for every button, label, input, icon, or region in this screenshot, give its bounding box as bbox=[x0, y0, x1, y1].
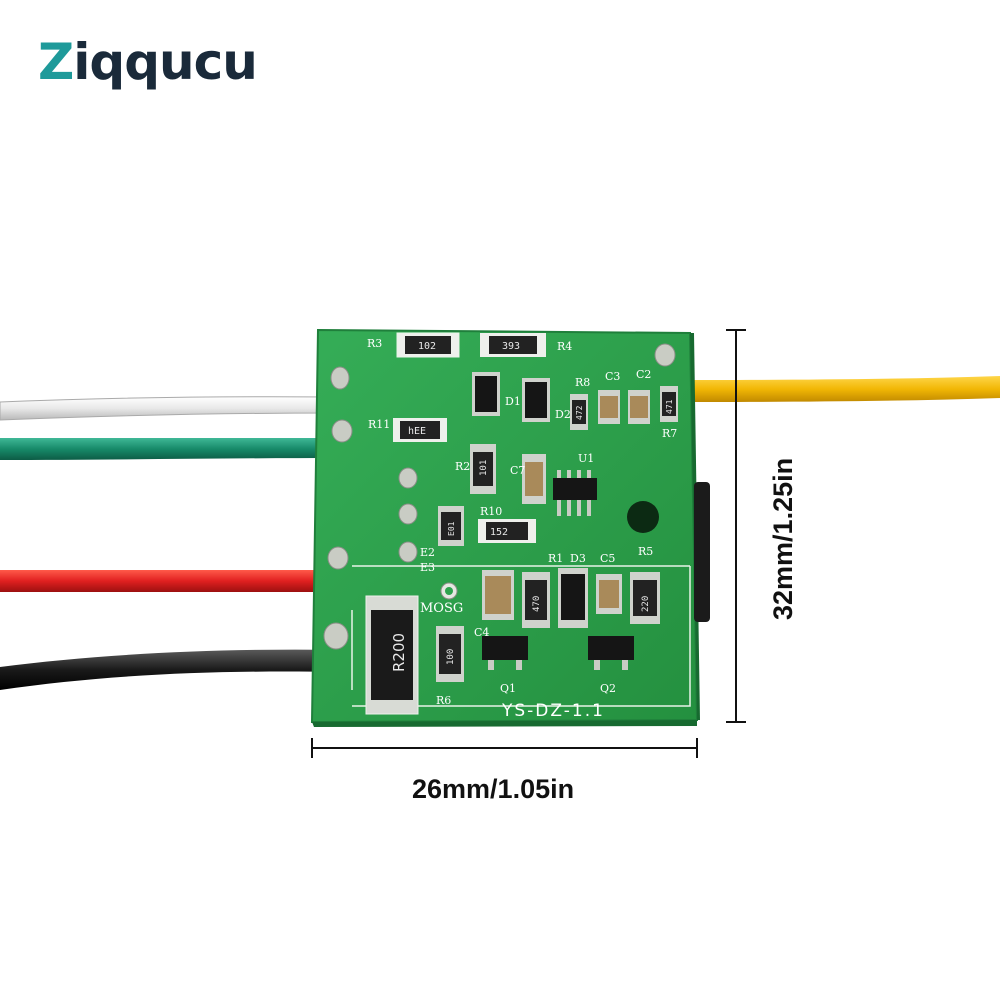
label-u1: U1 bbox=[578, 452, 594, 465]
code-r10: 152 bbox=[490, 527, 508, 538]
code-r3: 102 bbox=[418, 341, 436, 352]
label-d2: D2 bbox=[555, 408, 571, 421]
code-e1: E01 bbox=[447, 521, 456, 536]
wire-white bbox=[0, 396, 336, 421]
height-label: 32mm/1.25in bbox=[768, 457, 798, 620]
code-r11: hEE bbox=[408, 426, 426, 437]
label-e3: E3 bbox=[420, 561, 435, 574]
mounting-hole bbox=[627, 501, 659, 533]
wire-green bbox=[0, 438, 340, 460]
code-r7: 471 bbox=[665, 399, 674, 414]
code-r5: 220 bbox=[641, 596, 651, 612]
label-q1: Q1 bbox=[500, 682, 516, 695]
label-board-name: YS-DZ-1.1 bbox=[501, 701, 605, 721]
label-r1: R1 bbox=[548, 552, 563, 565]
width-label: 26mm/1.05in bbox=[412, 774, 575, 804]
width-dimension-line bbox=[311, 738, 698, 758]
label-r6: R6 bbox=[436, 694, 451, 707]
height-dimension-line bbox=[726, 329, 746, 723]
code-r2: 101 bbox=[479, 460, 489, 476]
label-r7: R7 bbox=[662, 427, 677, 440]
brand-logo: Ziqqucu bbox=[38, 32, 258, 92]
label-d1: D1 bbox=[505, 395, 521, 408]
code-r6: 100 bbox=[446, 649, 456, 665]
label-r2: R2 bbox=[455, 460, 470, 473]
label-r10: R10 bbox=[480, 505, 502, 518]
wire-yellow bbox=[660, 376, 1000, 402]
label-e2: E2 bbox=[420, 546, 435, 559]
side-component bbox=[694, 482, 710, 622]
code-r8: 472 bbox=[575, 405, 584, 420]
code-shunt: R200 bbox=[390, 633, 408, 672]
wire-black bbox=[0, 649, 340, 690]
label-r8: R8 bbox=[575, 376, 590, 389]
label-c5: C5 bbox=[600, 552, 615, 565]
brand-logo-rest: iqqucu bbox=[73, 33, 258, 91]
label-c2: C2 bbox=[636, 368, 651, 381]
label-c7: C7 bbox=[510, 464, 525, 477]
label-c3: C3 bbox=[605, 370, 620, 383]
label-r3: R3 bbox=[367, 337, 382, 350]
label-c4: C4 bbox=[474, 626, 489, 639]
label-r5: R5 bbox=[638, 545, 653, 558]
label-r4: R4 bbox=[557, 340, 572, 353]
brand-logo-first: Z bbox=[38, 33, 74, 91]
label-r11: R11 bbox=[368, 418, 390, 431]
label-d3: D3 bbox=[570, 552, 586, 565]
code-r4: 393 bbox=[502, 341, 520, 352]
code-r1: 470 bbox=[532, 596, 542, 612]
wire-red bbox=[0, 570, 340, 592]
label-mosg: MOSG bbox=[420, 601, 463, 616]
label-q2: Q2 bbox=[600, 682, 616, 695]
smd-components bbox=[365, 332, 678, 715]
